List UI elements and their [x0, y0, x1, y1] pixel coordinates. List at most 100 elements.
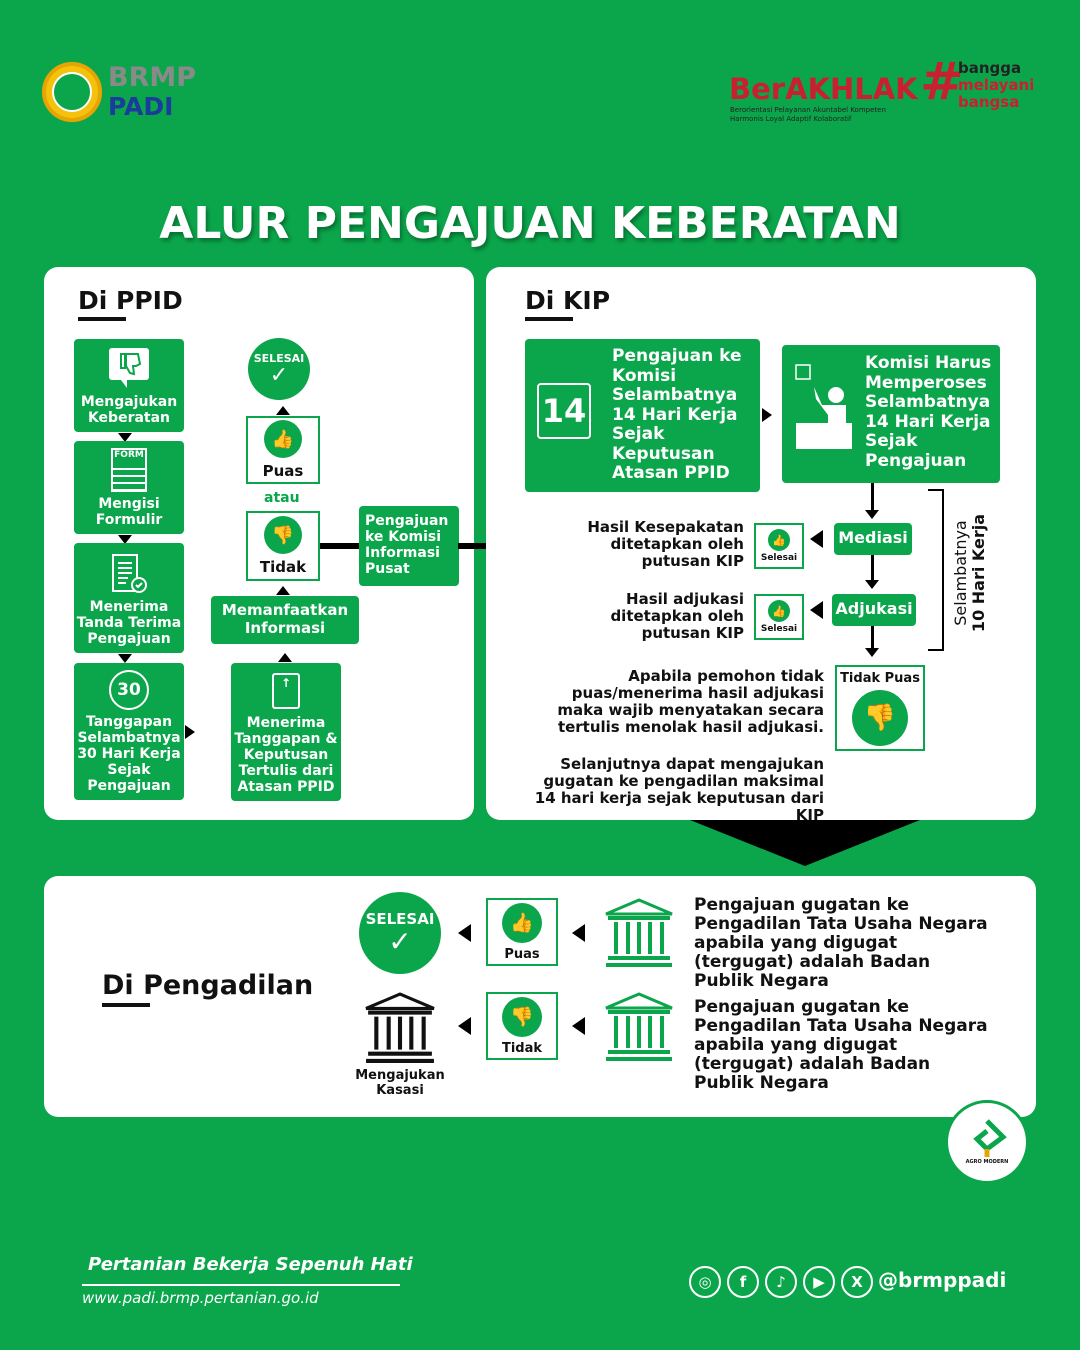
arrow-down	[118, 433, 132, 442]
selesai-circle: SELESAI ✓	[248, 338, 310, 400]
brmp-logo	[42, 62, 102, 122]
berakhlak-sub: Berorientasi Pelayanan Akuntabel Kompete…	[730, 106, 886, 114]
kip-heading: Di KIP	[525, 286, 611, 321]
person-desk-icon	[795, 364, 852, 449]
arrow-left	[572, 1017, 585, 1035]
atau-label: atau	[264, 490, 300, 506]
puas-box: 👍 Puas	[246, 416, 320, 484]
arrow-line	[871, 483, 874, 513]
footer-url[interactable]: www.padi.brmp.pertanian.go.id	[82, 1289, 319, 1307]
hashtag-word: bangsa	[958, 93, 1020, 111]
berakhlak-sub: Harmonis Loyal Adaptif Kolaboratif	[730, 115, 852, 123]
adjukasi-label: Adjukasi	[835, 599, 913, 618]
step-mengisi-formulir: FORM Mengisi Formulir	[74, 441, 184, 534]
timeframe-bottom: 10 Hari Kerja	[969, 513, 988, 633]
step-label: Tanggapan Selambatnya 30 Hari Kerja Seja…	[77, 714, 181, 794]
hashtag-icon: #	[920, 52, 964, 112]
court-text: Pengajuan gugatan ke Pengadilan Tata Usa…	[694, 895, 988, 991]
selesai-circle: SELESAI ✓	[359, 892, 441, 974]
badge-label: AGRO MODERN	[965, 1159, 1009, 1165]
step-tanggapan-30-hari: 30 Tanggapan Selambatnya 30 Hari Kerja S…	[74, 663, 184, 800]
x-icon[interactable]: X	[841, 1266, 873, 1298]
tidak-puas-label: Tidak Puas	[840, 671, 920, 686]
footer-tagline: Pertanian Bekerja Sepenuh Hati	[88, 1254, 413, 1275]
thumbs-up-icon: 👍	[768, 529, 790, 551]
timeframe-label: Selambatnya 10 Hari Kerja	[951, 493, 988, 653]
transition-arrow	[690, 820, 920, 866]
cycle-30-icon: 30	[109, 670, 149, 710]
tiktok-icon[interactable]: ♪	[765, 1266, 797, 1298]
memanfaatkan-label: Memanfaatkan Informasi	[221, 601, 349, 637]
arrow-down	[865, 648, 879, 657]
logo-text-brmp: BRMP	[108, 62, 197, 93]
selesai-label: SELESAI	[253, 351, 305, 365]
step-label: Mengajukan Keberatan	[80, 394, 178, 426]
kip-box-label: Pengajuan ke Komisi Selambatnya 14 Hari …	[612, 346, 742, 483]
arrow-left	[458, 1017, 471, 1035]
step-label: Mengisi Formulir	[95, 496, 163, 528]
court-heading: Di Pengadilan	[102, 970, 314, 1007]
hashtag-text: bangga melayani bangsa	[958, 60, 1034, 111]
mediasi-label: Mediasi	[838, 528, 908, 547]
logo-text-padi: PADI	[108, 92, 174, 121]
arrow-down	[118, 654, 132, 663]
arrow-down	[118, 535, 132, 544]
page-title: ALUR PENGAJUAN KEBERATAN	[159, 198, 901, 249]
adjukasi-button: Adjukasi	[832, 594, 916, 626]
thumbs-up-icon: 👍	[502, 902, 542, 943]
thumbs-down-icon: 👎	[502, 996, 542, 1037]
kasasi-label: Mengajukan Kasasi	[355, 1068, 445, 1098]
selesai-label: Selesai	[760, 553, 798, 563]
selesai-label: Selesai	[760, 624, 798, 634]
puas-box: 👍Puas	[486, 898, 558, 966]
arrow-left	[810, 530, 823, 548]
footer-divider	[82, 1284, 400, 1286]
ppid-heading: Di PPID	[78, 286, 183, 321]
step-menerima-tanda-terima: Menerima Tanda Terima Pengajuan	[74, 543, 184, 653]
tidak-puas-box: Tidak Puas 👎	[835, 665, 925, 751]
thumbs-down-icon: 👎	[852, 690, 908, 746]
arrow-right	[762, 408, 772, 422]
arrow-left	[810, 601, 823, 619]
social-handle[interactable]: @brmppadi	[878, 1268, 1007, 1292]
thumbs-down-icon: 👎	[264, 516, 302, 554]
timeframe-bracket	[928, 489, 944, 651]
selesai-small-box: 👍 Selesai	[754, 523, 804, 569]
agro-modern-logo-icon	[973, 1119, 1007, 1157]
step-label: Menerima Tanda Terima Pengajuan	[76, 599, 182, 647]
form-label: FORM	[114, 450, 144, 460]
hashtag-word: melayani	[958, 76, 1035, 94]
kip-box-proses: Komisi Harus Memperoses Selambatnya 14 H…	[782, 345, 1000, 483]
arrow-left	[572, 924, 585, 942]
arrow-up	[276, 406, 290, 415]
courthouse-icon	[365, 992, 435, 1063]
clipboard-check-icon	[112, 554, 147, 593]
thumbs-down-chat-icon	[109, 348, 149, 388]
arrow-up	[276, 586, 290, 595]
tidak-label: Tidak	[259, 558, 307, 576]
thumbs-up-icon: 👍	[264, 420, 302, 458]
court-text: Pengajuan gugatan ke Pengadilan Tata Usa…	[694, 997, 988, 1093]
instagram-icon[interactable]: ◎	[689, 1266, 721, 1298]
kip-box-pengajuan: 14 Pengajuan ke Komisi Selambatnya 14 Ha…	[525, 339, 760, 492]
agro-modern-badge: AGRO MODERN	[945, 1100, 1029, 1184]
step-label: Pengajuan ke Komisi Informasi Pusat	[365, 513, 449, 577]
berakhlak-logo: BerAKHLAK	[729, 72, 918, 106]
courthouse-icon	[605, 898, 673, 967]
pengajuan-komisi-pusat: Pengajuan ke Komisi Informasi Pusat	[359, 506, 459, 586]
arrow-up	[278, 653, 292, 662]
facebook-icon[interactable]: f	[727, 1266, 759, 1298]
arrow-left	[458, 924, 471, 942]
selesai-small-box: 👍Selesai	[754, 594, 804, 640]
arrow-down	[865, 510, 879, 519]
step-label: Menerima Tanggapan & Keputusan Tertulis …	[234, 715, 338, 795]
step-mengajukan-keberatan: Mengajukan Keberatan	[74, 339, 184, 432]
timeframe-top: Selambatnya	[951, 520, 970, 626]
adjukasi-result-text: Hasil adjukasi ditetapkan oleh putusan K…	[610, 590, 744, 642]
courthouse-icon	[605, 992, 673, 1061]
hashtag-word: bangga	[958, 59, 1022, 77]
arrow-down	[865, 580, 879, 589]
memanfaatkan-informasi: Memanfaatkan Informasi	[211, 596, 359, 644]
youtube-icon[interactable]: ▶	[803, 1266, 835, 1298]
arrow-line	[871, 555, 874, 583]
